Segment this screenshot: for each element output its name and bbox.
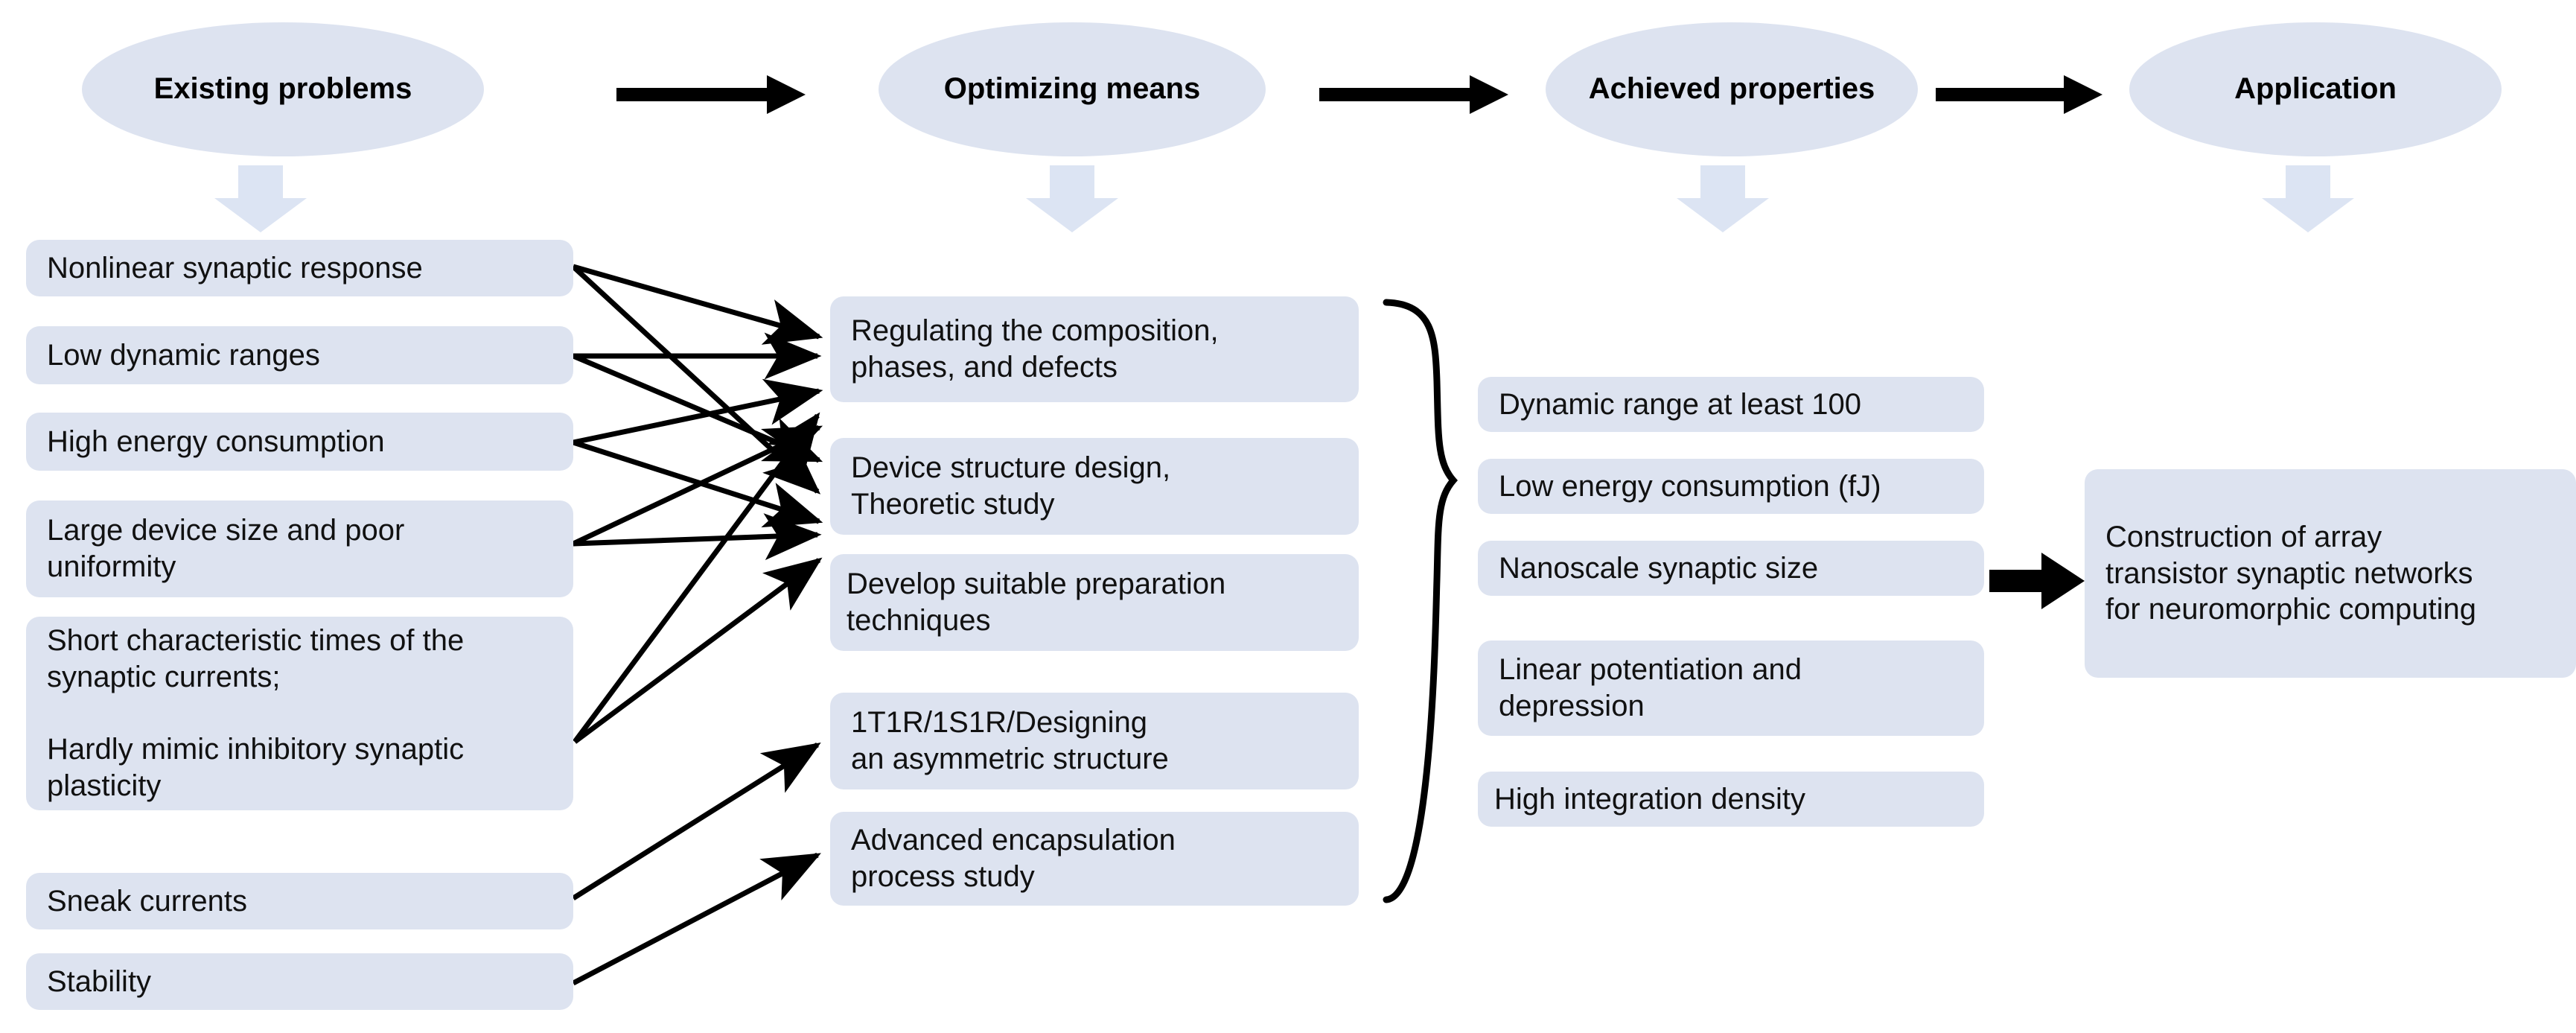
stage-ellipse-application[interactable]: Application	[2129, 22, 2502, 156]
arrow-p2-m2	[572, 353, 823, 463]
arrow-p3-m1	[573, 378, 823, 445]
properties-to-application-arrow	[1989, 553, 2085, 609]
down-arrow-existing	[214, 165, 307, 232]
arrow-p1-m1	[573, 264, 823, 345]
property-box-linear-potentiation-and-depression[interactable]: Linear potentiation and depression	[1478, 641, 1984, 736]
arrow-p1-m2	[571, 264, 821, 495]
problem-box-high-energy-consumption[interactable]: High energy consumption	[26, 413, 573, 471]
stage-ellipse-optimizing-means[interactable]: Optimizing means	[879, 22, 1266, 156]
problem-box-short-characteristic-times-and-inhibitory-plasticity[interactable]: Short characteristic times of the synapt…	[26, 617, 573, 810]
means-box-advanced-encapsulation-process-study[interactable]: Advanced encapsulation process study	[830, 812, 1359, 906]
problem-box-large-device-size-poor-uniformity[interactable]: Large device size and poor uniformity	[26, 500, 573, 597]
problem-box-sneak-currents[interactable]: Sneak currents	[26, 873, 573, 929]
stage-arrow-existing-to-optimizing	[616, 75, 806, 114]
property-box-low-energy-consumption[interactable]: Low energy consumption (fJ)	[1478, 459, 1984, 514]
down-arrow-application	[2262, 165, 2354, 232]
stage-arrow-achieved-to-application	[1936, 75, 2102, 114]
arrow-p5-m1	[573, 412, 820, 744]
property-box-dynamic-range-at-least-100[interactable]: Dynamic range at least 100	[1478, 377, 1984, 432]
property-box-nanoscale-synaptic-size[interactable]: Nanoscale synaptic size	[1478, 541, 1984, 596]
problem-box-nonlinear-synaptic-response[interactable]: Nonlinear synaptic response	[26, 240, 573, 296]
down-arrow-optimizing	[1026, 165, 1118, 232]
property-box-high-integration-density[interactable]: High integration density	[1478, 772, 1984, 827]
arrow-p4-m2	[573, 513, 822, 561]
problem-box-low-dynamic-ranges[interactable]: Low dynamic ranges	[26, 326, 573, 384]
arrow-p4-m1	[572, 425, 823, 547]
arrow-p5-m2	[573, 557, 823, 744]
means-to-properties-brace	[1383, 299, 1458, 903]
problem-to-means-arrows	[571, 264, 823, 986]
means-box-regulating-composition-phases-defects[interactable]: Regulating the composition, phases, and …	[830, 296, 1359, 402]
stage-arrow-optimizing-to-achieved	[1319, 75, 1508, 114]
stage-ellipse-existing-problems[interactable]: Existing problems	[82, 22, 484, 156]
application-box-array-transistor-synaptic-networks[interactable]: Construction of array transistor synapti…	[2085, 469, 2576, 678]
problem-box-stability[interactable]: Stability	[26, 953, 573, 1010]
means-box-1t1r-1s1r-asymmetric-structure[interactable]: 1T1R/1S1R/Designing an asymmetric struct…	[830, 693, 1359, 789]
down-arrow-achieved	[1677, 165, 1769, 232]
means-box-device-structure-design-theoretic-study[interactable]: Device structure design, Theoretic study	[830, 438, 1359, 535]
arrow-p7-m5	[572, 852, 821, 986]
means-box-develop-suitable-preparation-techniques[interactable]: Develop suitable preparation techniques	[830, 554, 1359, 651]
arrow-p6-m4	[572, 743, 821, 900]
stage-ellipse-achieved-properties[interactable]: Achieved properties	[1546, 22, 1918, 156]
arrow-p3-m2	[572, 439, 823, 528]
